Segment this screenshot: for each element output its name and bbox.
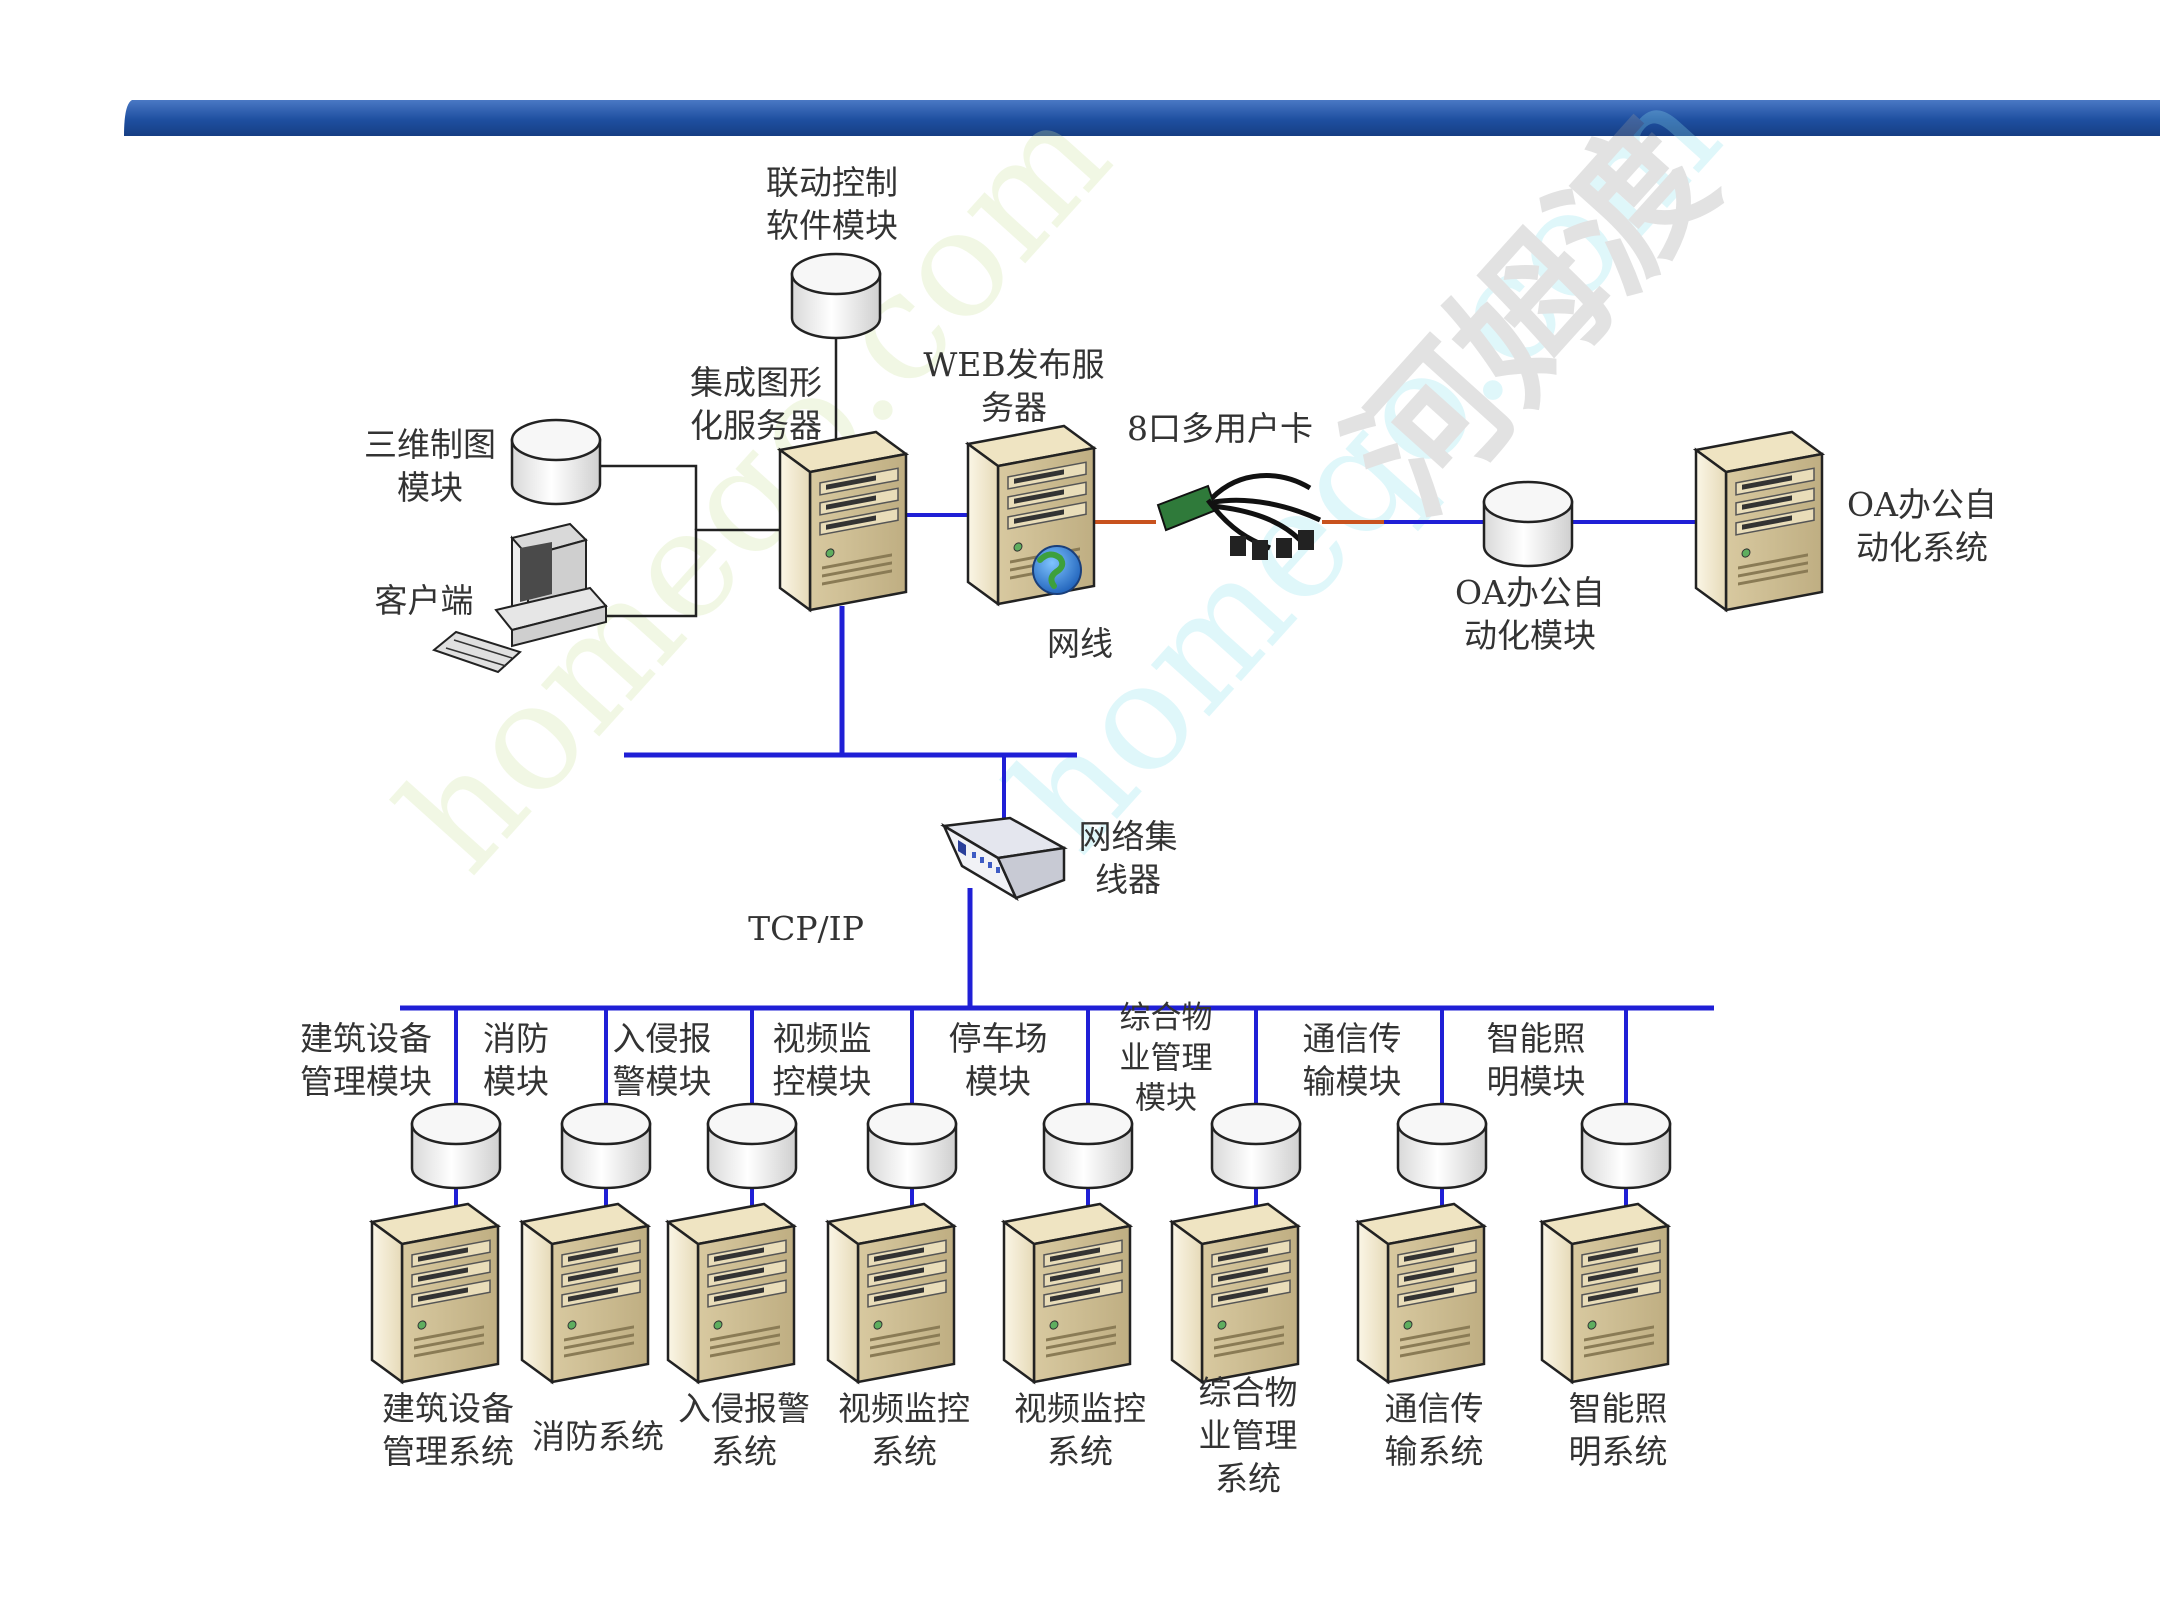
subsystem-server-icon — [1356, 1202, 1486, 1384]
module-db-icon — [866, 1102, 958, 1190]
module-db-icon — [410, 1102, 502, 1190]
multiport-card — [1156, 473, 1322, 560]
globe-icon — [1032, 545, 1082, 595]
net-cable-label: 网线 — [1047, 624, 1113, 663]
web-server-label: WEB发布服务器 — [923, 345, 1104, 427]
oa-module-label: OA办公自动化模块 — [1455, 573, 1605, 655]
module-label: 消防模块 — [483, 1019, 549, 1101]
module-label: 综合物业管理模块 — [1120, 1000, 1213, 1117]
subsystem-server-icon — [520, 1202, 650, 1384]
module-db-icon — [706, 1102, 798, 1190]
oa-system-label: OA办公自动化系统 — [1847, 485, 1997, 567]
module-label: 视频监控模块 — [773, 1019, 872, 1101]
graphics-server — [778, 430, 908, 612]
system-label: 视频监控系统 — [1014, 1389, 1146, 1471]
linkage-module-db — [790, 252, 882, 340]
module-label: 智能照明模块 — [1487, 1019, 1586, 1101]
subsystem-server-icon — [1170, 1202, 1300, 1384]
system-label: 建筑设备管理系统 — [382, 1389, 514, 1471]
subsystem-server-icon — [826, 1202, 956, 1384]
subsystem-server-icon — [1540, 1202, 1670, 1384]
top-connections — [400, 268, 1714, 1011]
module-db-icon — [1210, 1102, 1302, 1190]
system-label: 智能照明系统 — [1569, 1389, 1668, 1471]
module-db-icon — [560, 1102, 652, 1190]
linkage-module-label: 联动控制软件模块 — [766, 163, 898, 245]
system-label: 通信传输系统 — [1385, 1389, 1484, 1471]
hub-label: 网络集线器 — [1079, 817, 1178, 899]
module-label: 建筑设备管理模块 — [300, 1019, 432, 1101]
client-label: 客户端 — [375, 581, 474, 620]
system-label: 视频监控系统 — [838, 1389, 970, 1471]
module-label: 通信传输模块 — [1303, 1019, 1402, 1101]
system-label: 消防系统 — [532, 1417, 664, 1456]
three-d-module-label: 三维制图模块 — [364, 425, 496, 507]
subsystem-server-icon — [1002, 1202, 1132, 1384]
system-label: 综合物业管理系统 — [1199, 1373, 1298, 1498]
multiport-card-label: 8口多用户卡 — [1127, 409, 1313, 448]
system-label: 入侵报警系统 — [678, 1389, 810, 1471]
three-d-module-db — [510, 418, 602, 506]
computer-icon — [431, 522, 608, 674]
subsystem-list: 建筑设备管理模块建筑设备管理系统消防模块消防系统入侵报警模块入侵报警系统视频监控… — [300, 1000, 1672, 1498]
header-bar — [124, 100, 2160, 136]
subsystem-server-icon — [370, 1202, 500, 1384]
module-label: 入侵报警模块 — [613, 1019, 712, 1101]
subsystem-server-icon — [666, 1202, 796, 1384]
oa-system-server — [1694, 430, 1824, 612]
protocol-label: TCP/IP — [748, 909, 864, 948]
module-db-icon — [1580, 1102, 1672, 1190]
module-db-icon — [1396, 1102, 1488, 1190]
graphics-server-label: 集成图形化服务器 — [690, 363, 822, 445]
oa-module-db — [1482, 480, 1574, 568]
network-hub — [940, 816, 1068, 902]
module-db-icon — [1042, 1102, 1134, 1190]
module-label: 停车场模块 — [949, 1019, 1048, 1101]
